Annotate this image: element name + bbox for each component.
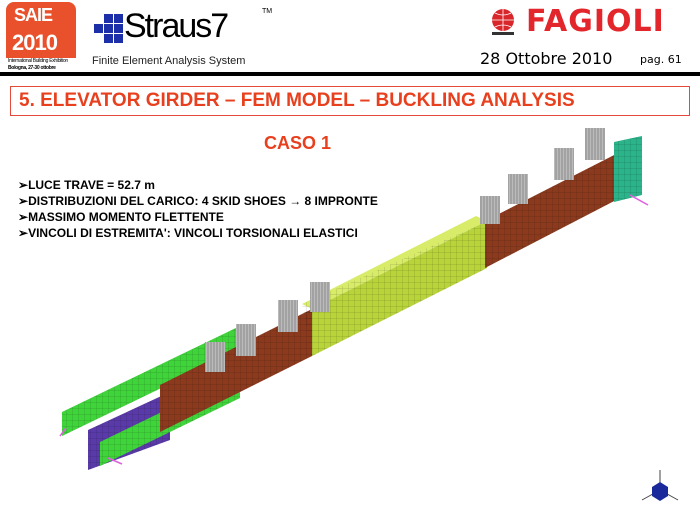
bullet-item: ➢LUCE TRAVE = 52.7 m xyxy=(18,178,155,192)
case-subtitle: CASO 1 xyxy=(264,133,332,153)
straus7-logo-text: Straus7 xyxy=(124,7,229,45)
fagioli-logo-text: FAGIOLI xyxy=(526,4,665,39)
bullet-marker: ➢ xyxy=(18,178,29,192)
bullet-text: LUCE TRAVE = 52.7 m xyxy=(28,178,155,192)
axis-triad-icon xyxy=(641,470,679,501)
girder-end-support xyxy=(59,136,649,465)
title-box: 5. ELEVATOR GIRDER – FEM MODEL – BUCKLIN… xyxy=(10,86,690,116)
bullet-marker: ➢ xyxy=(18,226,29,240)
saie-logo-year: 2010 xyxy=(12,30,58,55)
slide-title: 5. ELEVATOR GIRDER – FEM MODEL – BUCKLIN… xyxy=(19,90,575,111)
bullet-item: ➢MASSIMO MOMENTO FLETTENTE xyxy=(18,210,224,224)
bullet-item: ➢VINCOLI DI ESTREMITA': VINCOLI TORSIONA… xyxy=(18,226,358,240)
saie-2010-logo: SAIE 2010 International Building Exhibit… xyxy=(6,2,90,74)
date: 28 Ottobre 2010 xyxy=(480,49,613,68)
bullet-text: MASSIMO MOMENTO FLETTENTE xyxy=(28,210,224,224)
bullet-item: ➢DISTRIBUZIONI DEL CARICO: 4 SKID SHOES … xyxy=(18,194,378,208)
saie-caption-2: Bologna, 27-30 ottobre xyxy=(8,65,56,71)
girder-brown-right xyxy=(485,152,620,268)
bullet-marker: ➢ xyxy=(18,210,29,224)
skid-shoe-columns xyxy=(205,128,605,372)
bullet-text: VINCOLI DI ESTREMITA': VINCOLI TORSIONAL… xyxy=(28,226,358,240)
bullet-marker: ➢ xyxy=(18,194,29,208)
straus7-subtitle: Finite Element Analysis System xyxy=(92,55,246,67)
fagioli-globe-icon xyxy=(492,9,514,35)
saie-logo-text: SAIE xyxy=(14,5,53,25)
page-number: pag. 61 xyxy=(640,53,682,66)
header-divider xyxy=(0,72,700,76)
saie-caption-1: International Building Exhibition xyxy=(8,58,68,64)
bullet-text: DISTRIBUZIONI DEL CARICO: 4 SKID SHOES →… xyxy=(28,194,378,208)
girder-central-section xyxy=(302,216,487,356)
straus7-squares-icon xyxy=(94,14,123,43)
straus7-tm: TM xyxy=(262,8,273,15)
girder-brown-left xyxy=(160,309,312,432)
